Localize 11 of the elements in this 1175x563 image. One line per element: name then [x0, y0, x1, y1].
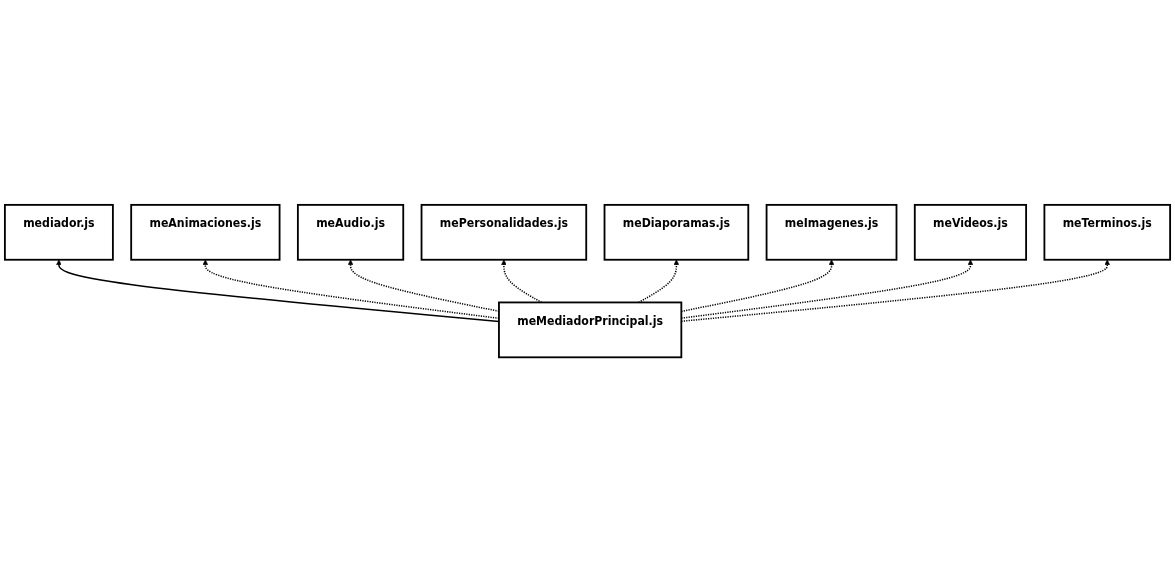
arrow [501, 259, 543, 304]
arrow [637, 259, 680, 304]
node-box: meMediadorPrincipal.js [498, 301, 683, 359]
node-box: meTerminos.js [1043, 204, 1172, 262]
node-box: mediador.js [3, 204, 114, 262]
node-box: meAudio.js [296, 204, 405, 262]
node-box: meVideos.js [913, 204, 1028, 262]
node-box: meImagenes.js [765, 204, 898, 262]
node-box: meAnimaciones.js [130, 204, 281, 262]
node-box: mePersonalidades.js [420, 204, 588, 262]
node-box: meDiaporamas.js [603, 204, 750, 262]
